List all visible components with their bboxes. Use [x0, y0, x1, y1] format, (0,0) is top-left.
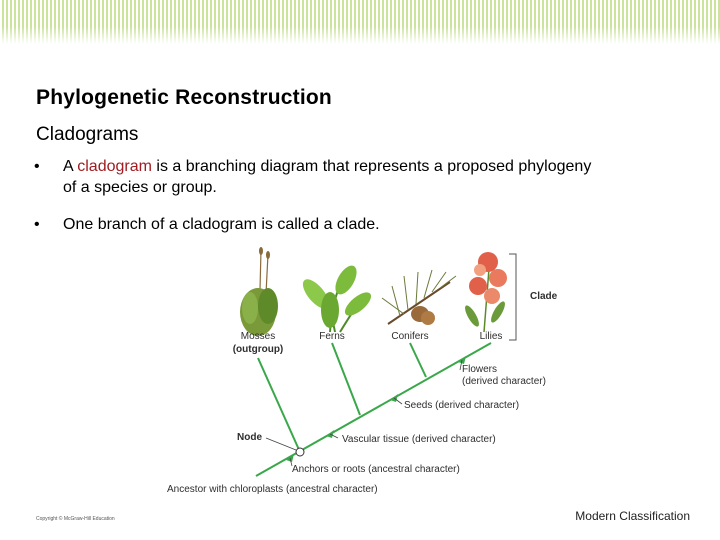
bullet-text-post: is a branching diagram that represents a…	[63, 158, 592, 196]
character-anchors: Anchors or roots (ancestral character)	[292, 464, 460, 475]
moss-illustration	[240, 247, 278, 336]
copyright-notice: Copyright © McGraw-Hill Education	[36, 516, 115, 522]
character-flowers: Flowers	[462, 364, 497, 375]
clade-label: Clade	[530, 291, 558, 302]
fern-illustration	[302, 265, 372, 333]
cladogram-diagram: Clade Mosses (outgroup) Ferns Conifers L…	[167, 247, 558, 495]
taxon-label-ferns: Ferns	[319, 331, 345, 342]
lily-illustration	[465, 252, 507, 333]
header-stripe	[0, 0, 720, 44]
branch-mosses	[257, 357, 301, 453]
character-flowers-note: (derived character)	[462, 376, 546, 387]
branch-conifers	[409, 342, 427, 378]
bullet-item: • One branch of a cladogram is called a …	[34, 214, 594, 235]
flowers-pointer	[459, 359, 463, 371]
taxon-label-lilies: Lilies	[480, 331, 503, 342]
bullet-text-pre: A	[63, 158, 78, 175]
bullet-text: One branch of a cladogram is called a cl…	[63, 216, 380, 233]
node-pointer	[265, 437, 297, 451]
conifer-illustration	[381, 269, 457, 325]
bullet-mark: •	[34, 158, 40, 175]
outgroup-label: (outgroup)	[233, 344, 284, 355]
bullet-item: • A cladogram is a branching diagram tha…	[34, 156, 594, 198]
character-seeds: Seeds (derived character)	[404, 400, 519, 411]
slide-subtitle: Cladograms	[36, 124, 139, 145]
bullet-mark: •	[34, 216, 40, 233]
bullet-text: A cladogram is a branching diagram that …	[63, 156, 594, 198]
ancestor-label: Ancestor with chloroplasts (ancestral ch…	[167, 484, 378, 495]
character-vascular: Vascular tissue (derived character)	[342, 434, 496, 445]
node-circle	[295, 447, 305, 457]
node-label: Node	[237, 432, 262, 443]
cladogram-term: cladogram	[77, 158, 152, 175]
taxon-label-mosses: Mosses	[241, 331, 275, 342]
cladogram-branches	[255, 342, 492, 477]
clade-bracket	[509, 253, 517, 341]
taxon-label-conifers: Conifers	[391, 331, 428, 342]
main-branch	[255, 342, 492, 477]
slide-title: Phylogenetic Reconstruction	[36, 86, 332, 109]
bullet-list: • A cladogram is a branching diagram tha…	[34, 156, 594, 251]
footer-label: Modern Classification	[575, 509, 690, 523]
vascular-pointer	[329, 433, 339, 439]
anchors-pointer	[289, 457, 293, 467]
seeds-pointer	[393, 397, 403, 405]
branch-ferns	[331, 342, 361, 416]
